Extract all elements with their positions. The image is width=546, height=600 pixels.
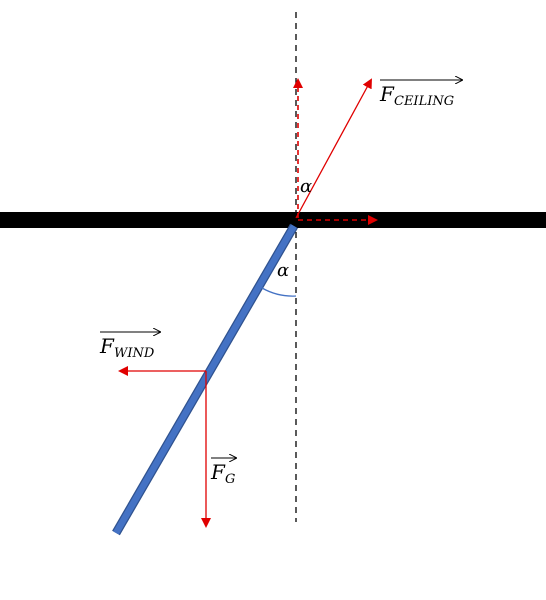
alpha-upper-label: α: [300, 176, 312, 197]
f-wind-sub: WIND: [114, 346, 155, 361]
f-ceiling-main: F: [379, 82, 395, 106]
f-wind-main: F: [99, 334, 115, 358]
f-g-sub: G: [225, 472, 235, 487]
alpha-lower-label: α: [277, 260, 289, 281]
f-g-main: F: [210, 460, 226, 484]
f-ceiling-label: F CEILING: [379, 80, 462, 109]
rod-fill: [113, 224, 297, 535]
ceiling-bar: [0, 212, 546, 228]
f-ceiling-sub: CEILING: [394, 94, 454, 109]
f-ceiling-arrow: [295, 78, 372, 219]
f-wind-label: F WIND: [99, 332, 160, 361]
angle-arc: [261, 287, 297, 297]
f-g-label: F G: [210, 458, 236, 487]
